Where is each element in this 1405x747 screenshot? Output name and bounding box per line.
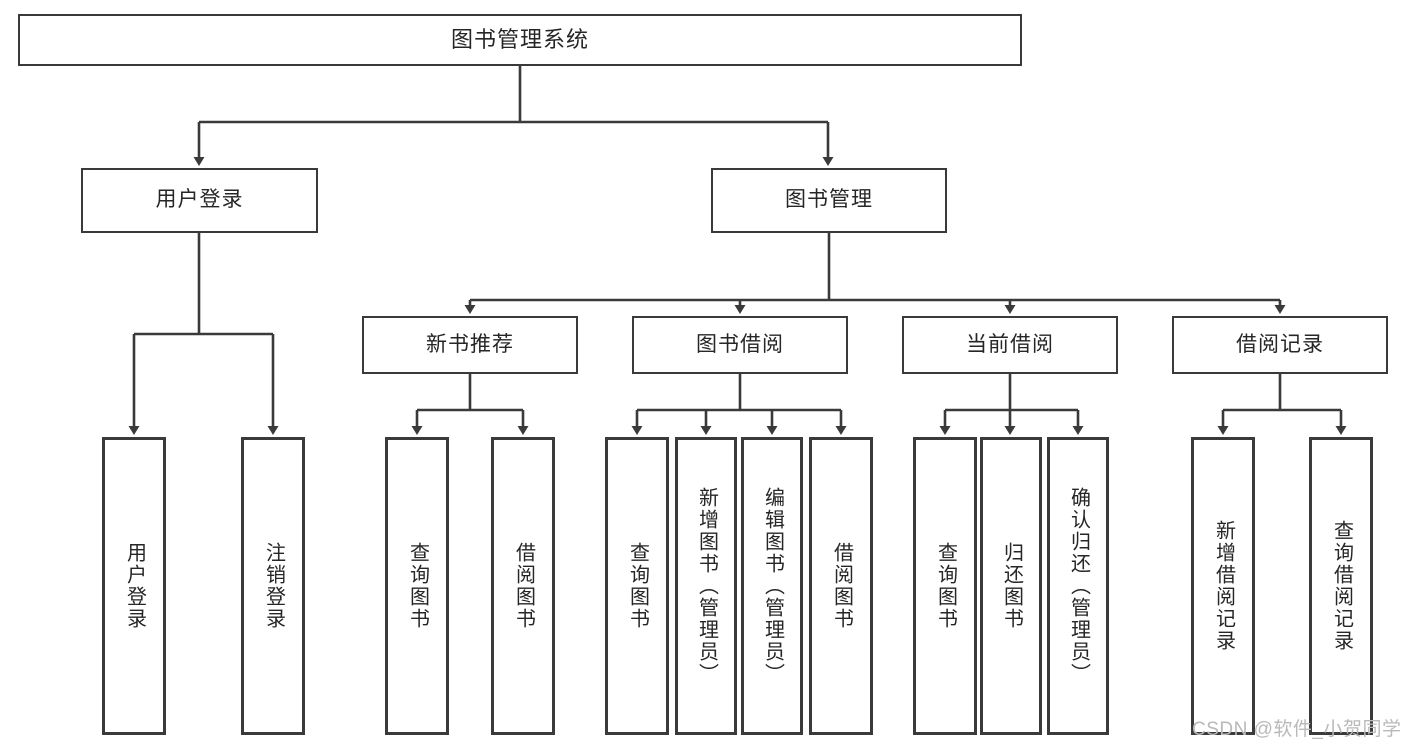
- node-label: 查询图书: [406, 542, 429, 630]
- node-label: 当前借阅: [966, 332, 1054, 356]
- node-leaf-user-login[interactable]: 用户登录: [102, 437, 166, 735]
- node-book-management[interactable]: 图书管理: [711, 168, 947, 233]
- node-label: 注销登录: [262, 542, 285, 630]
- node-current-borrow[interactable]: 当前借阅: [902, 316, 1118, 374]
- node-leaf-confirm-return[interactable]: 确认归还（管理员）: [1047, 437, 1109, 735]
- node-leaf-return-book[interactable]: 归还图书: [980, 437, 1042, 735]
- node-label: 查询借阅记录: [1330, 520, 1353, 652]
- node-leaf-add-book[interactable]: 新增图书（管理员）: [675, 437, 737, 735]
- node-leaf-query-borrow-record[interactable]: 查询借阅记录: [1309, 437, 1373, 735]
- node-label: 借阅图书: [512, 542, 535, 630]
- node-leaf-borrow-book-2[interactable]: 借阅图书: [809, 437, 873, 735]
- node-leaf-add-borrow-record[interactable]: 新增借阅记录: [1191, 437, 1255, 735]
- node-label: 用户登录: [155, 188, 244, 212]
- node-label: 借阅记录: [1236, 332, 1324, 356]
- node-label: 查询图书: [626, 542, 649, 630]
- node-label: 用户登录: [123, 542, 146, 630]
- node-label: 新书推荐: [426, 332, 514, 356]
- node-borrow-record[interactable]: 借阅记录: [1172, 316, 1388, 374]
- node-label: 借阅图书: [830, 542, 853, 630]
- node-label: 归还图书: [1000, 542, 1023, 630]
- node-label: 图书管理系统: [450, 27, 589, 53]
- node-leaf-query-book-2[interactable]: 查询图书: [605, 437, 669, 735]
- node-new-book-recommendation[interactable]: 新书推荐: [362, 316, 578, 374]
- node-leaf-borrow-book-1[interactable]: 借阅图书: [491, 437, 555, 735]
- node-label: 确认归还（管理员）: [1067, 487, 1090, 685]
- node-label: 新增图书（管理员）: [695, 487, 718, 685]
- node-leaf-query-book-3[interactable]: 查询图书: [913, 437, 977, 735]
- node-root-book-management-system[interactable]: 图书管理系统: [18, 14, 1022, 66]
- node-leaf-edit-book[interactable]: 编辑图书（管理员）: [741, 437, 803, 735]
- node-book-borrow[interactable]: 图书借阅: [632, 316, 848, 374]
- node-label: 新增借阅记录: [1212, 520, 1235, 652]
- node-leaf-query-book-1[interactable]: 查询图书: [385, 437, 449, 735]
- node-label: 图书管理: [785, 188, 873, 212]
- node-label: 图书借阅: [696, 332, 784, 356]
- node-user-login[interactable]: 用户登录: [81, 168, 318, 233]
- node-label: 编辑图书（管理员）: [761, 487, 784, 685]
- node-leaf-logout[interactable]: 注销登录: [241, 437, 305, 735]
- csdn-watermark: CSDN @软件_小贺同学: [1192, 719, 1402, 740]
- node-label: 查询图书: [934, 542, 957, 630]
